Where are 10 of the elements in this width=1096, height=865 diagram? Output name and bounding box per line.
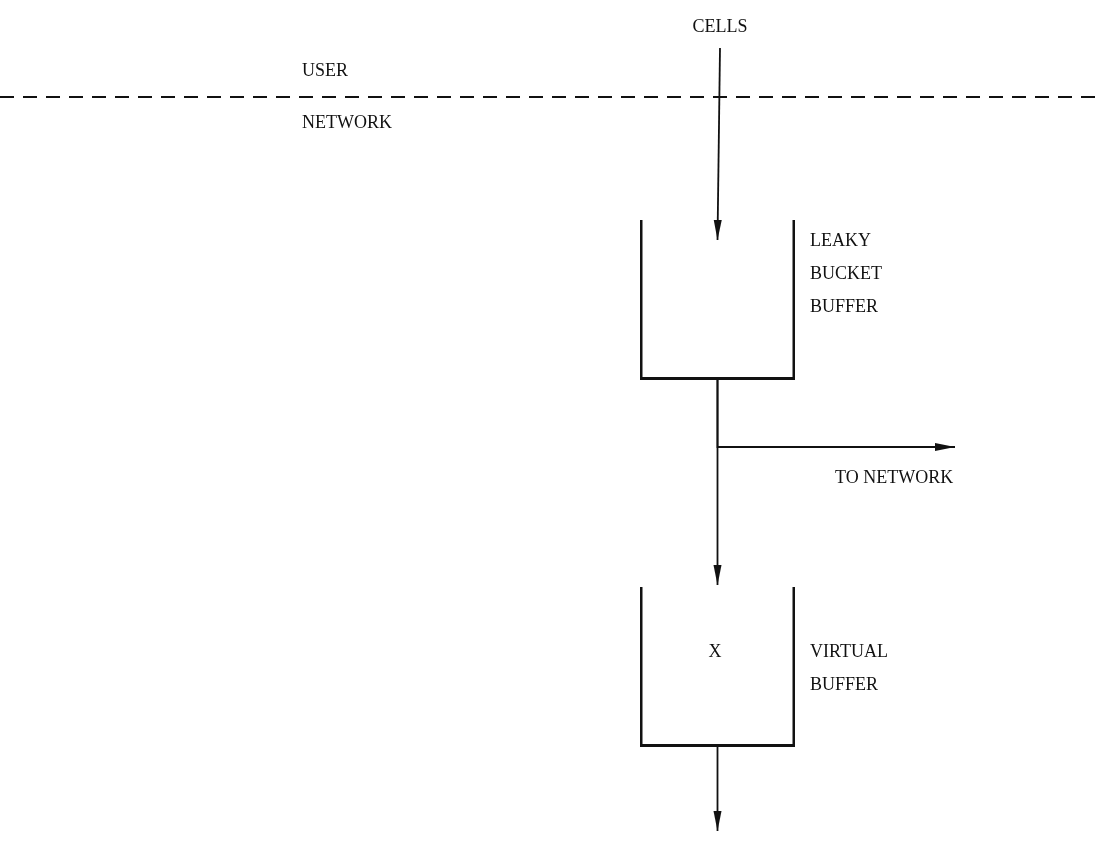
buffer-label: LEAKY BUCKET BUFFER: [810, 229, 883, 318]
input-label: CELLS: [691, 15, 749, 38]
region-label: USER: [302, 60, 348, 81]
region-label: NETWORK: [302, 112, 392, 133]
arrow: [713, 746, 722, 832]
arrow: [713, 47, 722, 241]
buffer-variable: X: [708, 640, 722, 663]
output-label: TO NETWORK: [834, 466, 955, 489]
buffer-label: VIRTUAL BUFFER: [810, 640, 889, 696]
arrow: [716, 379, 956, 451]
